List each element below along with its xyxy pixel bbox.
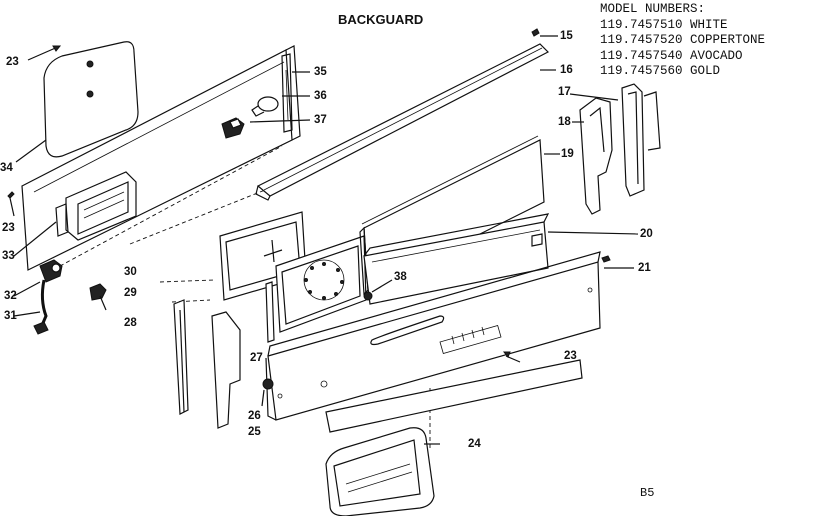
- alignment-line-3: [159, 279, 215, 283]
- callout-32: 32: [4, 290, 17, 302]
- model-number-2: 119.7457520 COPPERTONE: [600, 33, 766, 47]
- callout-27: 27: [250, 352, 263, 364]
- leader-37: [249, 119, 311, 123]
- leader-17: [569, 93, 619, 101]
- model-numbers-header: MODEL NUMBERS:: [600, 2, 706, 16]
- part-15-screw: [531, 28, 540, 37]
- callout-16: 16: [560, 64, 573, 76]
- model-number-4: 119.7457560 GOLD: [600, 64, 721, 78]
- arrow-23-a: [52, 45, 62, 52]
- callout-21: 21: [638, 262, 651, 274]
- part-29-clip: [89, 283, 107, 311]
- callout-23-left: 23: [2, 222, 15, 234]
- leader-20: [547, 231, 639, 235]
- leader-38: [371, 279, 393, 293]
- callout-24: 24: [468, 438, 481, 450]
- callout-17: 17: [558, 86, 571, 98]
- callout-34: 34: [0, 162, 13, 174]
- callout-30: 30: [124, 266, 137, 278]
- part-front-control-panel: [265, 251, 601, 421]
- callout-35: 35: [314, 66, 327, 78]
- alignment-line-1: [59, 145, 283, 267]
- part-36-lamp: [251, 96, 279, 117]
- part-20-control-housing: [363, 213, 550, 305]
- part-25-end-cap: [211, 311, 241, 429]
- callout-38: 38: [394, 271, 407, 283]
- callout-26: 26: [248, 410, 261, 422]
- callout-25: 25: [248, 426, 261, 438]
- page-code: B5: [640, 486, 655, 500]
- part-24-lower-panel: [325, 359, 583, 516]
- leader-34: [15, 139, 47, 163]
- part-21-screw: [601, 255, 611, 263]
- callout-36: 36: [314, 90, 327, 102]
- part-28-left-trim: [173, 299, 189, 415]
- leader-32: [13, 281, 41, 297]
- leader-33: [13, 221, 57, 257]
- part-clock-timer-panel: [275, 235, 367, 333]
- part-34-back-panel: [21, 45, 301, 271]
- diagram-title: BACKGUARD: [338, 12, 424, 27]
- part-32-terminal-block: [39, 259, 63, 283]
- arrow-23-c: [502, 351, 511, 358]
- leader-31: [13, 311, 41, 317]
- part-18-side-bracket: [579, 97, 613, 215]
- part-16-top-trim: [255, 43, 550, 201]
- callout-18: 18: [558, 116, 571, 128]
- part-17-side-bracket: [621, 83, 661, 197]
- callout-29: 29: [124, 287, 137, 299]
- alignment-line-4: [171, 299, 211, 303]
- callout-19: 19: [561, 148, 574, 160]
- part-37-lamp-socket: [221, 117, 245, 139]
- part-31-power-cord: [33, 279, 49, 335]
- callout-15: 15: [560, 30, 573, 42]
- callout-33: 33: [2, 250, 15, 262]
- callout-37: 37: [314, 114, 327, 126]
- part-23-cover-plate: [43, 41, 139, 158]
- alignment-line-2: [129, 175, 301, 245]
- callout-23-top-left: 23: [6, 56, 19, 68]
- callout-31: 31: [4, 310, 17, 322]
- callout-28: 28: [124, 317, 137, 329]
- model-number-3: 119.7457540 AVOCADO: [600, 48, 743, 63]
- part-23-screw-left: [7, 191, 15, 199]
- callout-23-right: 23: [564, 350, 577, 362]
- callout-20: 20: [640, 228, 653, 240]
- model-number-1: 119.7457510 WHITE: [600, 17, 728, 32]
- part-33-vent-bracket: [55, 171, 137, 241]
- leader-23-b: [9, 197, 15, 217]
- part-27-strip: [265, 281, 275, 343]
- part-38-knob: [363, 291, 373, 301]
- part-26-socket: [261, 378, 274, 407]
